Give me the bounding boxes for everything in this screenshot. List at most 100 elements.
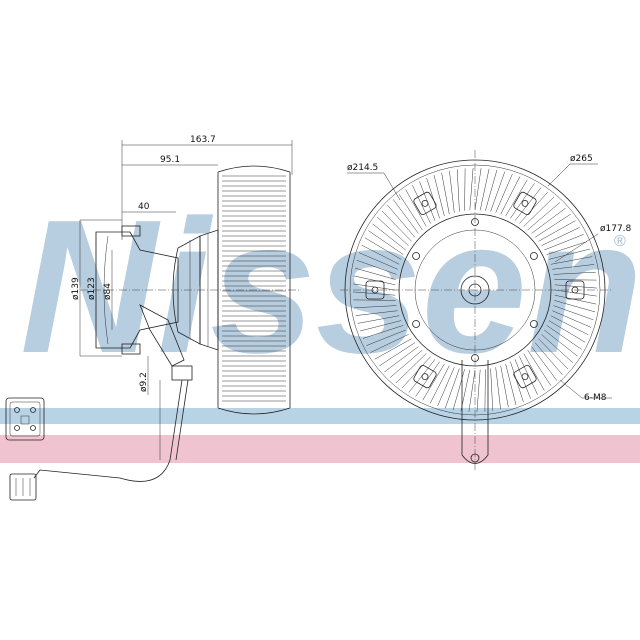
fan-rib: [531, 207, 566, 234]
bolt-hole: [530, 252, 538, 260]
fan-rib: [357, 315, 400, 324]
fan-ribs: [352, 167, 598, 413]
fan-rib: [395, 353, 427, 384]
pink-band: [0, 435, 640, 463]
fan-rib: [402, 356, 431, 389]
fan-rib: [412, 185, 431, 224]
dim-123: ø123: [87, 277, 97, 300]
fan-rib: [495, 367, 501, 410]
fan-rib: [554, 294, 597, 305]
fan-rib: [389, 349, 423, 378]
side-view: 163.7 95.1 40 ø139 ø123 ø84 ø9.2: [33, 135, 300, 482]
fan-rib: [356, 259, 397, 275]
sensor-cable: [33, 379, 183, 482]
mount-boss-hole: [521, 199, 529, 207]
bolt-hole: [530, 320, 538, 328]
fan-rib: [541, 334, 574, 363]
connector-face-inner: [9, 401, 41, 437]
pin-4: [30, 425, 36, 431]
fan-rib: [479, 168, 490, 211]
dim-139: ø139: [71, 277, 81, 300]
bolt-bottom: [121, 343, 141, 355]
fan-rib: [490, 171, 506, 212]
dim-9-2: ø9.2: [139, 372, 149, 392]
fan-rib: [354, 267, 396, 280]
fan-rib: [422, 363, 445, 401]
fan-rib: [429, 365, 450, 404]
fan-rib: [527, 349, 552, 386]
fan-rib: [354, 305, 397, 309]
fan-rib: [353, 275, 396, 286]
connector-plug: [9, 473, 37, 501]
fan-rib: [376, 217, 409, 246]
fan-rib: [441, 172, 450, 215]
fan-rib: [426, 177, 440, 219]
fan-rib: [531, 346, 558, 381]
pin-1: [14, 407, 20, 413]
fan-rib: [469, 167, 474, 211]
fan-rib: [546, 241, 588, 255]
fan-rib: [392, 199, 419, 234]
leader-177: [554, 233, 599, 263]
fan-rib: [449, 170, 455, 213]
fan-rib: [362, 325, 404, 339]
mount-boss: [413, 365, 437, 389]
registered-mark: ®: [614, 233, 626, 250]
sensor-cable-2: [175, 379, 189, 461]
dim-84: ø84: [103, 283, 113, 300]
fan-rib: [468, 369, 476, 412]
fan-rib: [544, 329, 578, 357]
fan-rib: [352, 291, 396, 296]
fan-rib: [368, 230, 404, 255]
fan-rib: [552, 310, 592, 328]
sensor-bracket: [461, 360, 489, 464]
blue-band: [0, 408, 640, 424]
mount-boss: [413, 191, 437, 215]
flange-curve: [103, 235, 109, 345]
fan-rib: [505, 363, 517, 405]
fan-rib: [476, 369, 481, 413]
fan-rib: [548, 320, 586, 343]
fan-rib: [523, 196, 555, 227]
dim-177-8: ø177.8: [600, 224, 632, 234]
fan-rib: [366, 329, 406, 346]
sensor-arm: [139, 304, 185, 367]
pin-3: [14, 425, 20, 431]
leader-265-b: [547, 163, 571, 187]
fan-rib: [384, 346, 419, 373]
fan-rib: [398, 194, 423, 231]
fan-rib: [381, 210, 412, 242]
connector-key: [20, 415, 30, 425]
fan-rib: [510, 183, 535, 219]
front-view: ø214.5 ø265 ø177.8 6-M8: [340, 150, 632, 470]
fan-rib: [538, 338, 569, 370]
fan-rib: [490, 368, 494, 411]
dim-95-1: 95.1: [160, 155, 180, 165]
fan-rib: [360, 320, 402, 332]
fan-rib: [355, 310, 398, 316]
fan-rib: [519, 191, 548, 224]
fan-rib: [444, 368, 460, 409]
fan-rib: [546, 325, 582, 350]
dim-265: ø265: [570, 154, 593, 164]
fan-rib: [433, 175, 445, 217]
fan-rib: [538, 220, 576, 242]
hub-flange: [95, 231, 179, 349]
fan-rib: [534, 342, 563, 376]
fan-rib: [484, 369, 486, 412]
fan-rib: [364, 237, 402, 260]
fan-rib: [554, 300, 596, 313]
fan-rib: [452, 369, 465, 411]
watermark-logo: Nissens: [20, 181, 640, 393]
leader-m8-b: [559, 379, 583, 399]
fan-rib: [550, 256, 593, 265]
fan-rib: [464, 168, 466, 211]
fan-rib: [415, 361, 440, 397]
bracket-hole: [470, 453, 480, 463]
fan-rib: [358, 252, 398, 270]
fan-rib: [552, 264, 595, 270]
bolt-hole: [412, 252, 421, 260]
fan-rib: [519, 356, 538, 395]
fan-rib: [544, 234, 584, 251]
